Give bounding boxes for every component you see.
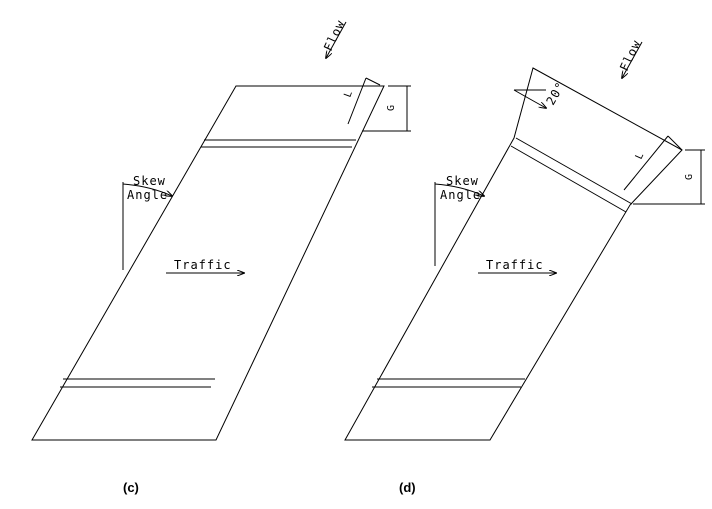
angle-label-d: Angle xyxy=(440,188,481,202)
g-dimension-label-d: G xyxy=(684,174,695,180)
flow-arrow-c xyxy=(326,21,347,58)
skew-angle-arc-d xyxy=(434,183,484,196)
l-dimension-tick-c xyxy=(365,77,381,86)
traffic-label-d: Traffic xyxy=(486,258,544,272)
flow-arrow-d xyxy=(622,41,643,78)
l-dimension-line-d xyxy=(623,135,669,191)
skew-angle-arc-c xyxy=(122,183,172,196)
caption-c: (c) xyxy=(123,480,139,495)
deck-outline-c xyxy=(31,85,385,441)
l-dimension-label-d: L xyxy=(634,151,647,161)
l-dimension-label-c: L xyxy=(342,90,354,99)
traffic-label-c: Traffic xyxy=(174,258,232,272)
deck-outline-d xyxy=(344,67,683,441)
angle-value-label-d: 20° xyxy=(543,79,567,107)
panel-d: 20° Skew Angle Traffic Flow L G (d) xyxy=(344,38,705,495)
joint-line-upper-d-1 xyxy=(515,137,633,205)
skew-label-d: Skew xyxy=(446,174,479,188)
joint-line-upper-d-2 xyxy=(510,145,627,213)
angle-arc-d xyxy=(513,89,546,108)
angle-label-c: Angle xyxy=(127,188,168,202)
flow-label-c: Flow xyxy=(321,18,348,54)
l-dimension-tick-d xyxy=(667,135,683,151)
caption-d: (d) xyxy=(399,480,416,495)
skew-label-c: Skew xyxy=(133,174,166,188)
g-dimension-label-c: G xyxy=(386,105,397,111)
flow-label-d: Flow xyxy=(617,38,644,74)
l-dimension-line-c xyxy=(347,77,367,125)
